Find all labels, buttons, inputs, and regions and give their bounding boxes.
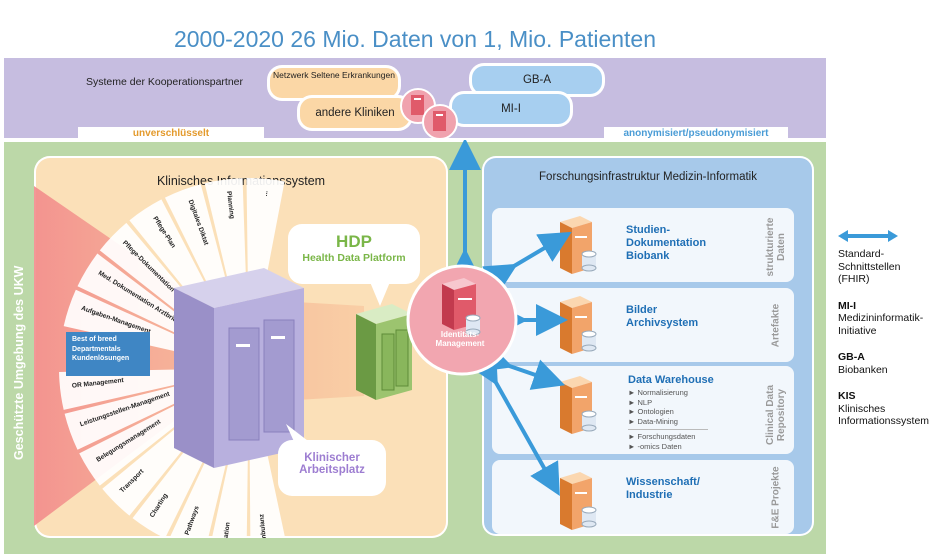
identity-label: Identitäts- Management	[435, 330, 485, 348]
side-structured: strukturierte Daten	[765, 217, 787, 277]
wedge-label: Ambulanz	[258, 513, 268, 538]
best-of-breed-box: Best of breed Departmentals Kundenlösung…	[66, 332, 150, 376]
arrow-wissenschaft	[468, 350, 560, 496]
tag-unencrypted: unverschlüsselt	[78, 127, 264, 141]
legend-mii: MI-I Medizininformatik- Initiative	[838, 299, 924, 337]
netzwerk-pill: Netzwerk Seltene Erkrankungen	[270, 68, 398, 98]
hdp-subtitle: Health Data Platform	[302, 252, 406, 264]
identity-management	[406, 264, 518, 376]
page-title: 2000-2020 26 Mio. Daten von 1, Mio. Pati…	[173, 26, 657, 52]
main-server-icon	[174, 268, 304, 468]
wedge-label: ...	[264, 191, 272, 197]
legend-gba: GB-A Biobanken	[838, 351, 888, 376]
row-title-studien: Studien- Dokumentation Biobank	[626, 224, 707, 262]
dwh-sub-list: ► Normalisierung ► NLP ► Ontologien ► Da…	[628, 388, 708, 451]
side-fe: F&E Projekte	[770, 466, 782, 529]
hdp-server-icon	[356, 304, 412, 400]
side-cdr: Clinical Data Repository	[765, 384, 787, 446]
legend-kis: KIS Klinisches Informationssystem	[838, 390, 930, 427]
kliniken-pill: andere Kliniken	[300, 98, 410, 128]
tag-anonymized: anonymisiert/pseudonymisiert	[604, 127, 788, 141]
gba-pill: GB-A	[472, 66, 602, 94]
protected-environment-label: Geschützte Umgebung des UKW	[12, 265, 26, 460]
workplace-callout: Klinischer Arbeitsplatz	[278, 440, 386, 496]
partner-servers	[400, 88, 458, 140]
workplace-callout-tail	[286, 424, 312, 446]
hdp-callout: HDP Health Data Platform	[288, 224, 420, 284]
database-icon	[465, 314, 481, 336]
row-title-dwh: Data Warehouse	[628, 374, 714, 386]
connection-arrows	[449, 140, 572, 496]
side-artefakte: Artefakte	[770, 303, 782, 348]
kis-graphics: AmbulanzStationPathwaysChartingTransport…	[34, 178, 412, 538]
hdp-callout-tail	[370, 282, 390, 306]
legend: Standard- Schnittstellen (FHIR) MI-I Med…	[838, 248, 938, 428]
hdp-title: HDP	[336, 232, 372, 251]
kis-wedge	[59, 368, 210, 410]
legend-fhir: Standard- Schnittstellen (FHIR)	[838, 248, 901, 285]
double-arrow-icon	[838, 230, 898, 242]
identity-server-icon	[442, 278, 476, 330]
wedge-label: Planning	[225, 191, 235, 219]
partner-band-label: Systeme der Kooperationspartner	[86, 76, 244, 88]
row-title-wissenschaft: Wissenschaft/ Industrie	[626, 476, 700, 501]
mii-pill: MI-I	[452, 94, 570, 124]
row-title-bilder: Bilder Archivsystem	[626, 304, 699, 329]
research-server-icon	[560, 472, 597, 530]
research-title: Forschungsinfrastruktur Medizin-Informat…	[539, 171, 757, 183]
arrow-studien	[482, 231, 572, 294]
wedge-label: Station	[222, 522, 232, 538]
research-server-icon	[560, 376, 597, 434]
